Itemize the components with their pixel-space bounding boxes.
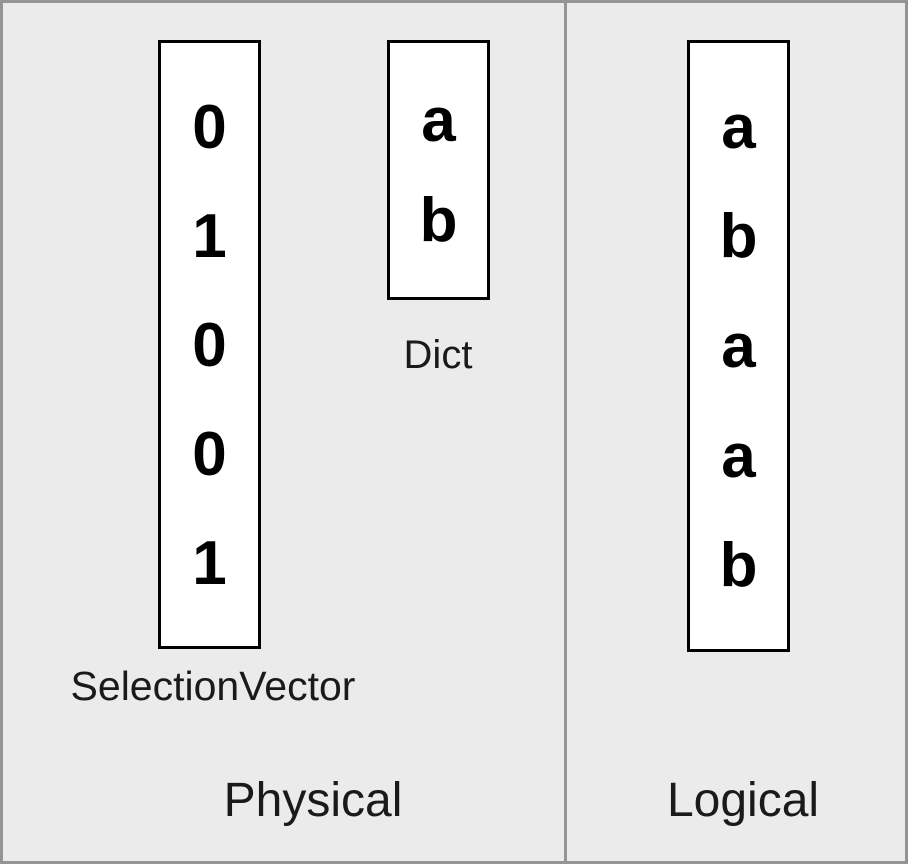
selection-vector-box: 0 1 0 0 1 <box>158 40 261 649</box>
dict-label: Dict <box>403 333 473 377</box>
logical-cell-3: a <box>721 421 756 491</box>
logical-cell-2: a <box>721 311 756 381</box>
dict-cell-0: a <box>421 86 456 155</box>
panel-divider <box>564 3 567 861</box>
selection-vector-cell-1: 1 <box>192 201 227 271</box>
logical-cell-1: b <box>719 202 758 272</box>
selection-vector-label: SelectionVector <box>70 663 356 709</box>
dict-box: a b <box>387 40 490 300</box>
logical-panel-label: Logical <box>666 774 820 827</box>
selection-vector-cell-0: 0 <box>192 92 227 162</box>
logical-values-box: a b a a b <box>687 40 790 652</box>
dict-cell-1: b <box>419 186 458 255</box>
selection-vector-cell-3: 0 <box>192 419 227 489</box>
selection-vector-cell-2: 0 <box>192 310 227 380</box>
logical-cell-0: a <box>721 92 756 162</box>
physical-panel-label: Physical <box>223 774 403 827</box>
selection-vector-cell-4: 1 <box>192 528 227 598</box>
logical-cell-4: b <box>719 531 758 601</box>
